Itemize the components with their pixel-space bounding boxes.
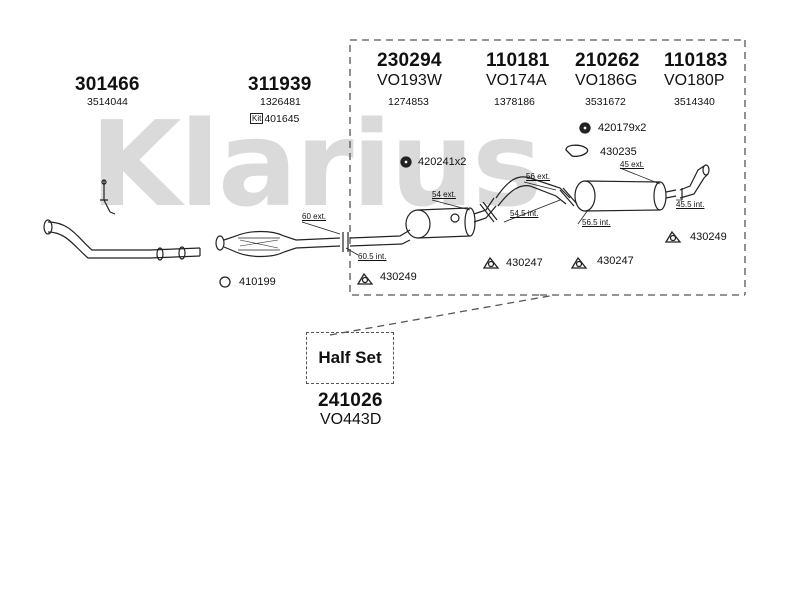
ref-VO186G: VO186G [575,72,638,89]
part-number-230294[interactable]: 230294 [377,50,442,71]
part-number-110183[interactable]: 110183 [664,50,728,71]
oem-number-301466: 3514044 [87,96,128,108]
part-number-210262[interactable]: 210262 [575,50,640,71]
dim-60-ext: 60 ext. [302,212,327,221]
fitting-430247-rear[interactable]: 430247 [597,255,634,267]
part-number-241026[interactable]: 241026 [318,390,383,411]
half-set-leader [329,294,556,336]
oem-number-210262: 3531672 [585,96,626,108]
dim-45-ext: 45 ext. [620,160,645,169]
rear-silencer-210262 [574,180,677,212]
fitting-430235[interactable]: 430235 [600,146,637,158]
fitting-410199[interactable]: 410199 [239,276,276,288]
oem-number-230294: 1274853 [388,96,429,108]
clamp-icons [219,122,591,288]
dim-45-5-int: 45.5 int. [676,200,705,209]
tail-pipe-110183 [679,164,710,200]
part-number-311939[interactable]: 311939 [248,74,312,95]
kit-label: Kit [250,113,264,124]
fitting-430247-mid[interactable]: 430247 [506,257,543,269]
front-pipe-301466 [43,179,201,261]
oem-number-311939: 1326481 [260,96,301,108]
part-number-110181[interactable]: 110181 [486,50,550,71]
fitting-420179[interactable]: 420179x2 [598,122,647,134]
dimension-leaders [301,167,682,256]
dim-60-5-int: 60.5 int. [358,252,387,261]
fitting-430249-front[interactable]: 430249 [380,271,417,283]
dim-56-ext: 56 ext. [526,172,551,181]
dim-54-ext: 54 ext. [432,190,457,199]
kit-number[interactable]: 401645 [264,113,300,125]
ref-VO193W: VO193W [377,72,442,89]
oem-number-110183: 3514340 [674,96,715,108]
fitting-430249-rear[interactable]: 430249 [690,231,727,243]
fitting-420241[interactable]: 420241x2 [418,156,467,168]
ref-VO443D: VO443D [320,411,382,428]
oem-number-110181: 1378186 [494,96,535,108]
joint-clamp [342,229,411,252]
part-number-301466[interactable]: 301466 [75,74,140,95]
intermediate-pipe-110181 [495,176,578,207]
dim-56-5-int: 56.5 int. [582,218,611,227]
half-set-box[interactable]: Half Set [306,332,394,384]
dim-54-5-int: 54.5 int. [510,209,539,218]
rubber-mount-icons [356,230,682,285]
middle-silencer-230294 [405,197,498,239]
catalytic-converter-311939 [215,230,341,258]
ref-VO180P: VO180P [664,72,725,89]
ref-VO174A: VO174A [486,72,547,89]
half-set-boundary [349,45,540,296]
